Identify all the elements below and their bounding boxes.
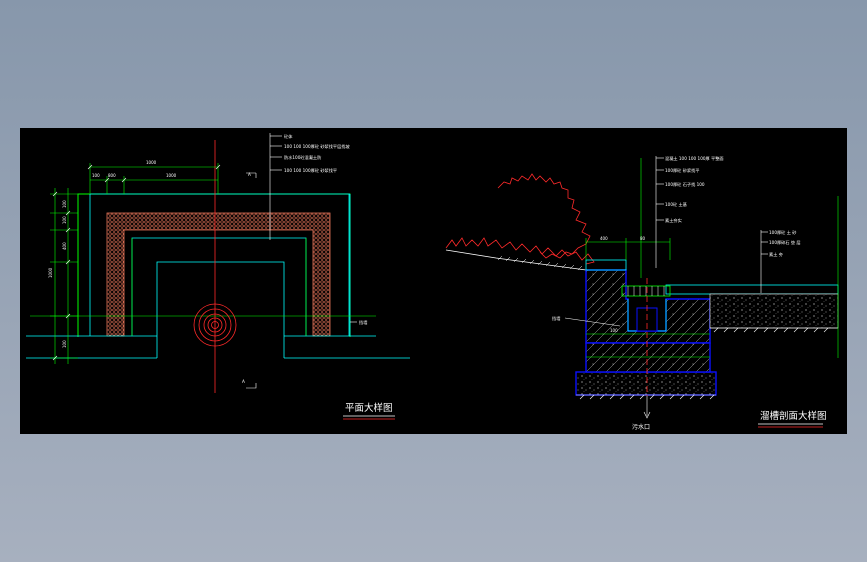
section-shrub-tall <box>497 173 591 259</box>
section-paving <box>665 284 839 295</box>
plan-note-3: 防水100砼混凝土防 <box>284 154 321 161</box>
section-note-l3: 100厚砼 石子找 100 <box>665 181 705 188</box>
plan-dim-left-1: 100 <box>62 200 67 208</box>
section-wall <box>585 269 711 344</box>
section-gravel-bed <box>709 293 839 329</box>
section-slope-hatch <box>497 255 583 271</box>
plan-note-4: 100 100 100厚砼 砂浆找平 <box>284 167 337 174</box>
section-dim-1: 400 <box>600 236 608 241</box>
cad-drawing: 1000 100 800 1000 1000 100 100 400 100 砼… <box>26 133 839 431</box>
section-footing <box>575 371 717 396</box>
plan-view: 1000 100 800 1000 1000 100 100 400 100 砼… <box>26 133 410 420</box>
plan-leaders <box>246 133 357 389</box>
section-dims <box>585 158 839 358</box>
section-outlet-label: 污水口 <box>632 423 650 431</box>
plan-note-1: 砼体 <box>284 133 293 140</box>
plan-dimension-ticks <box>52 164 221 361</box>
section-wall-cap <box>585 259 627 271</box>
section-soil-right <box>710 327 838 333</box>
plan-dim-left-total: 1000 <box>48 267 53 278</box>
plan-dim-left-4: 100 <box>62 340 67 348</box>
section-base <box>585 342 711 373</box>
cad-drawing-canvas: 1000 100 800 1000 1000 100 100 400 100 砼… <box>20 128 847 434</box>
plan-dim-top-total: 1000 <box>146 160 157 165</box>
plan-cyan-lines <box>26 193 410 359</box>
plan-brick-band <box>106 212 331 337</box>
section-soil-bottom <box>576 394 716 400</box>
section-note-l1: 混凝土 100 100 100厚 平整面 <box>665 155 724 162</box>
section-dim-3: 100 <box>610 328 618 333</box>
section-leaders <box>564 156 768 419</box>
section-note-r3: 素土 夯 <box>769 251 784 258</box>
section-dim-2: 80 <box>640 236 646 241</box>
section-left-label: 挡墙 <box>552 315 560 322</box>
section-note-r1: 100厚砼 土 砂 <box>769 229 796 236</box>
plan-dimension-lines <box>50 163 219 364</box>
plan-dim-left-3: 400 <box>62 242 67 250</box>
section-ground-slope <box>445 249 587 271</box>
section-note-r2: 100厚碎石 垫 层 <box>769 239 801 246</box>
plan-inner-green <box>30 238 376 336</box>
plan-dim-top-3: 1000 <box>166 173 177 178</box>
section-shrub-low <box>445 237 595 265</box>
section-grate-bars <box>627 286 665 296</box>
plan-dim-top-1: 100 <box>92 173 100 178</box>
section-title: 溜槽剖面大样图 <box>760 410 827 422</box>
plan-dim-top-2: 800 <box>108 173 116 178</box>
plan-marker-bottom: A <box>242 379 245 384</box>
section-note-l5: 素土夯实 <box>665 217 682 224</box>
plan-marker-top: A <box>248 172 251 177</box>
plan-side-label: 挡墙 <box>359 319 367 326</box>
plan-dim-left-2: 100 <box>62 216 67 224</box>
section-view: 400 80 100 混凝土 100 100 100厚 平整面 100厚砼 砂浆… <box>445 155 839 431</box>
plan-title: 平面大样图 <box>345 402 393 414</box>
section-note-l2: 100厚砼 砂浆找平 <box>665 167 699 174</box>
plan-note-2: 100 100 100厚砼 砂浆找平层找坡 <box>284 143 350 150</box>
section-note-l4: 100砼 土基 <box>665 201 688 207</box>
